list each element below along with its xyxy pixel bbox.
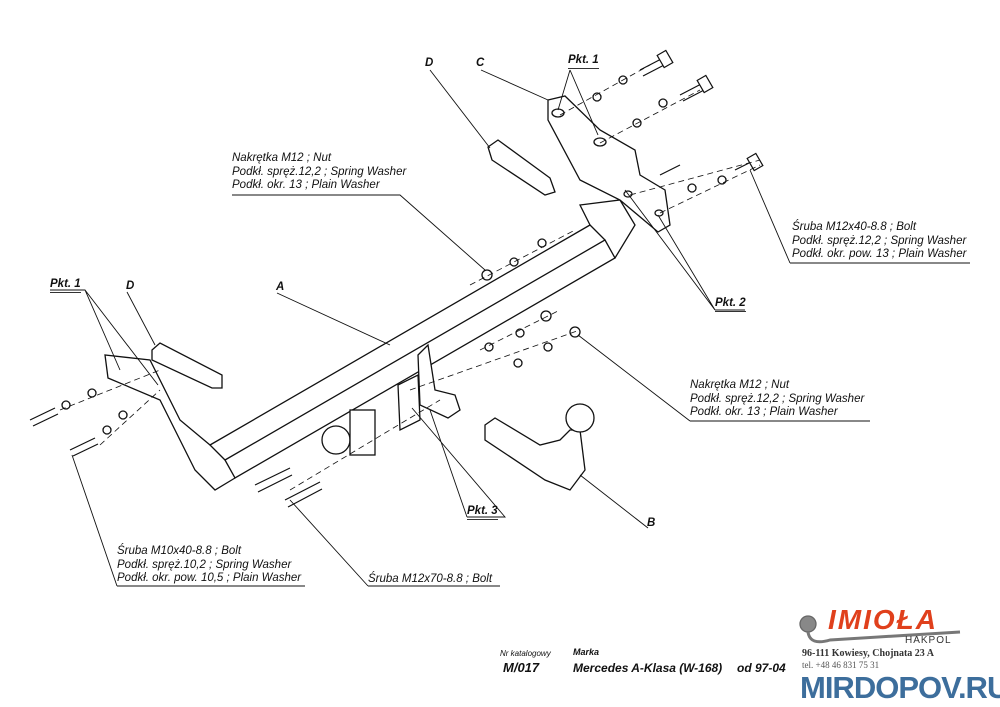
logo-sub: HAKPOL [905,635,952,646]
date-range: od 97-04 [737,661,786,675]
leader-lines [50,69,970,587]
note-line: Nakrętka M12 ; Nut [232,152,332,164]
note-nut-top: Nakrętka M12 ; Nut Podkł. spręż.12,2 ; S… [232,152,406,193]
plate-d-top [487,139,556,196]
bracket-c [547,95,671,233]
ball-mount-b [484,403,595,491]
catalog-value: M/017 [503,660,540,675]
note-line: Podkł. okr. pow. 13 ; Plain Washer [792,248,967,260]
note-line: Podkł. spręż.12,2 ; Spring Washer [232,165,407,178]
bolts [29,49,764,508]
note-line: Podkł. spręż.12,2 ; Spring Washer [690,392,865,405]
note-line: Podkł. okr. 13 ; Plain Washer [232,179,380,191]
address: 96-111 Kowiesy, Chojnata 23 A [802,648,934,659]
note-line: Nakrętka M12 ; Nut [690,379,790,391]
assembly-lines [59,64,761,491]
brand-value: Mercedes A-Klasa (W-168) [573,661,723,675]
label-b: B [647,517,656,529]
note-line: Śruba M10x40-8.8 ; Bolt [117,545,242,557]
note-line: Podkł. okr. 13 ; Plain Washer [690,406,838,418]
label-pkt3: Pkt. 3 [467,504,498,520]
plate-d-left [151,342,223,389]
logo-hook-icon [799,615,961,644]
label-pkt2: Pkt. 2 [715,296,746,312]
note-bolt-right: Śruba M12x40-8.8 ; Bolt Podkł. spręż.12,… [792,221,967,262]
note-bolt-left: Śruba M10x40-8.8 ; Bolt Podkł. spręż.10,… [117,545,301,586]
note-line: Podkł. okr. pow. 10,5 ; Plain Washer [117,572,302,584]
note-line: Podkł. spręż.12,2 ; Spring Washer [792,234,967,247]
phone: tel. +48 46 831 75 31 [802,660,880,670]
label-d-top: D [425,57,434,69]
label-pkt1-left: Pkt. 1 [50,277,81,293]
label-a: A [276,281,285,293]
label-d-left: D [126,280,135,292]
washers [61,75,727,435]
logo-name: IMIOŁA [828,604,938,635]
label-c-top: C [476,57,485,69]
note-bolt-bottom: Śruba M12x70-8.8 ; Bolt [368,573,493,585]
note-line: Podkł. spręż.10,2 ; Spring Washer [117,558,292,571]
brand-label: Marka [573,647,600,657]
label-pkt1-top: Pkt. 1 [568,53,599,69]
watermark: MIRDOPOV.RU [800,670,1000,705]
note-nut-right: Nakrętka M12 ; Nut Podkł. spręż.12,2 ; S… [690,379,864,420]
note-line: Śruba M12x40-8.8 ; Bolt [792,221,917,233]
catalog-label: Nr katalogowy [500,649,551,658]
